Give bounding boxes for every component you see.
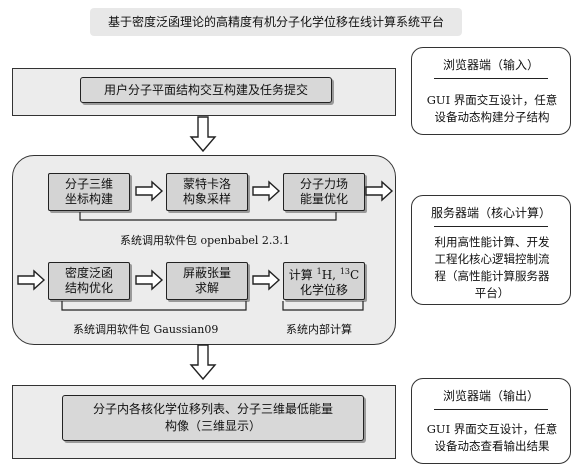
arrow-right-ff-to-side	[365, 181, 393, 201]
openbabel-bracket	[79, 212, 337, 221]
arrow-right-shield-to-calc	[252, 270, 280, 290]
browser-input-body: GUI 界面交互设计，任意 设备动态构建分子结构	[426, 93, 558, 124]
server-core-panel: 服务器端（核心计算） 利用高性能计算、开发 工程化核心逻辑控制流 程（高性能计算…	[411, 195, 571, 305]
calc-sup-13: 13	[339, 267, 350, 276]
arrow-right-coord-to-mc	[135, 181, 163, 201]
input-step-box: 用户分子平面结构交互构建及任务提交	[80, 77, 332, 103]
calc-line2: 化学位移	[299, 283, 348, 297]
arrow-down-input-to-core	[190, 116, 216, 152]
browser-output-header: 浏览器端（输出）	[442, 389, 539, 403]
browser-input-header: 浏览器端（输入）	[442, 58, 539, 72]
calc-c: C	[350, 268, 360, 282]
internal-caption: 系统内部计算	[286, 323, 352, 336]
dft-step-label: 密度泛函 结构优化	[64, 266, 113, 295]
openbabel-caption: 系统调用软件包 openbabel 2.3.1	[120, 234, 290, 247]
server-core-divider	[434, 226, 548, 227]
monte-carlo-step: 蒙特卡洛 构象采样	[166, 173, 248, 211]
shielding-step-label: 屏蔽张量 求解	[182, 266, 231, 295]
forcefield-step-label: 分子力场 能量优化	[299, 177, 348, 206]
diagram-title: 基于密度泛函理论的高精度有机分子化学位移在线计算系统平台	[90, 8, 462, 36]
internal-bracket	[282, 301, 364, 311]
monte-carlo-step-label: 蒙特卡洛 构象采样	[182, 177, 231, 206]
arrow-down-core-to-output	[190, 344, 216, 380]
coord3d-step-label: 分子三维 坐标构建	[64, 177, 113, 206]
browser-output-body: GUI 界面交互设计，任意 设备动态查看输出结果	[426, 422, 558, 453]
browser-input-panel: 浏览器端（输入） GUI 界面交互设计，任意 设备动态构建分子结构	[411, 47, 571, 135]
server-core-body: 利用高性能计算、开发 工程化核心逻辑控制流 程（高性能计算服务器 平台）	[434, 235, 550, 300]
gaussian-caption: 系统调用软件包 Gaussian09	[73, 323, 219, 336]
arrow-right-dft-to-shield	[135, 270, 163, 290]
calc-prefix: 计算	[288, 268, 317, 282]
dft-step: 密度泛函 结构优化	[48, 262, 130, 300]
calc-sup-1: 1	[316, 267, 322, 276]
coord3d-step: 分子三维 坐标构建	[48, 173, 130, 211]
forcefield-step: 分子力场 能量优化	[283, 173, 365, 211]
output-step-box: 分子内各核化学位移列表、分子三维最低能量 构像（三维显示）	[62, 395, 364, 441]
arrow-right-mc-to-ff	[252, 181, 280, 201]
browser-input-divider	[434, 78, 548, 79]
arrow-right-into-dft	[17, 270, 45, 290]
shielding-step: 屏蔽张量 求解	[166, 262, 248, 300]
input-step-label: 用户分子平面结构交互构建及任务提交	[103, 82, 308, 97]
browser-output-divider	[434, 409, 548, 410]
server-core-header: 服务器端（核心计算）	[430, 206, 551, 220]
output-step-label: 分子内各核化学位移列表、分子三维最低能量 构像（三维显示）	[92, 402, 333, 433]
calc-h: H,	[321, 268, 340, 282]
gaussian-bracket	[61, 301, 247, 311]
browser-output-panel: 浏览器端（输出） GUI 界面交互设计，任意 设备动态查看输出结果	[411, 378, 571, 464]
